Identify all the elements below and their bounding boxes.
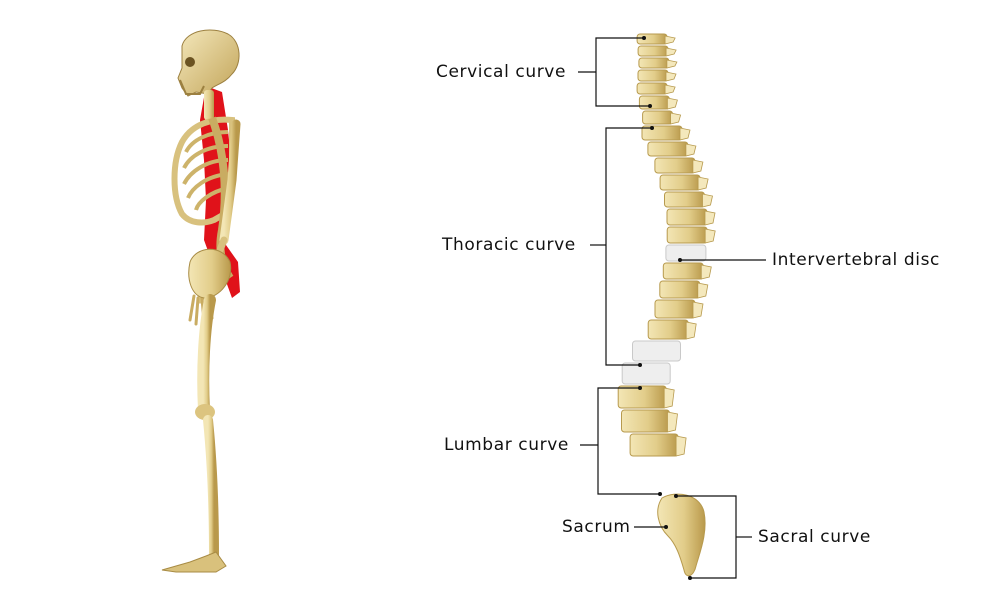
dot-sacral-bottom [688, 576, 692, 580]
vertebra [659, 280, 701, 299]
vertebra [654, 299, 696, 319]
vertebra [617, 385, 667, 409]
vertebra [629, 433, 679, 457]
spinous-process [667, 97, 678, 110]
vertebra [636, 82, 668, 95]
spinous-process [679, 127, 691, 141]
foot [161, 551, 227, 573]
dot-disc [678, 258, 682, 262]
spinous-process [700, 264, 712, 280]
spinous-process [665, 47, 677, 57]
lumbar-curve-label: Lumbar curve [444, 435, 569, 455]
rib-cage [171, 116, 235, 226]
dot-cervical-bottom [648, 104, 652, 108]
vertebra [621, 409, 670, 433]
hand [188, 294, 214, 326]
thoracic-curve-label: Thoracic curve [442, 235, 576, 255]
vertebra [637, 69, 669, 82]
spinous-process [665, 71, 677, 82]
cervical-curve-label: Cervical curve [436, 62, 567, 82]
neck [204, 90, 214, 120]
dot-cervical-top [642, 36, 646, 40]
tibia [203, 415, 219, 561]
vertebra [638, 57, 670, 69]
spinous-process [664, 35, 676, 45]
vertebra [654, 157, 696, 174]
spinous-process [667, 411, 678, 433]
spinous-process [704, 228, 716, 244]
vertebra [664, 191, 705, 208]
spinous-process [692, 159, 704, 174]
spinous-process [697, 282, 709, 299]
thoracic-bracket [605, 127, 652, 366]
vertebra [647, 141, 689, 157]
leader-dots [638, 36, 692, 580]
dot-sacral-top [674, 494, 678, 498]
leader-lines [578, 37, 766, 579]
dot-lumbar-bottom [658, 492, 662, 496]
spinous-process [685, 143, 697, 157]
jaw [179, 79, 205, 95]
spinous-process [692, 301, 704, 319]
intervertebral-disc [632, 340, 681, 362]
vertebra [637, 45, 669, 57]
vertebra [662, 262, 704, 280]
sacrum-label: Sacrum [562, 517, 631, 537]
vertebra [636, 33, 668, 45]
upper-arm [219, 119, 241, 245]
spinous-process [664, 84, 676, 95]
vertebra [666, 226, 708, 244]
pelvis [188, 248, 232, 299]
dot-thoracic-bottom [638, 363, 642, 367]
vertebra [647, 319, 689, 340]
eye-socket [185, 57, 195, 67]
sacrum-bone [657, 493, 706, 577]
skeleton-side-view [161, 29, 241, 573]
dot-lumbar-top [638, 386, 642, 390]
intervertebral-disc [665, 244, 707, 262]
spinous-process [704, 210, 716, 226]
spinous-process [675, 435, 687, 457]
dot-sacrum [664, 525, 668, 529]
dot-thoracic-top [650, 126, 654, 130]
vertebral-column [617, 33, 716, 577]
spinous-process [666, 59, 678, 69]
vertebra [638, 95, 670, 110]
vertebra [659, 174, 701, 191]
spinous-process [685, 321, 697, 340]
vertebra [642, 110, 674, 125]
vertebra [666, 208, 708, 226]
spinous-process [663, 387, 675, 409]
sacral-curve-label: Sacral curve [758, 527, 871, 547]
spinous-process [702, 193, 713, 208]
femur [197, 294, 216, 416]
intervertebral-disc [621, 362, 671, 385]
lumbar-bracket [597, 387, 660, 495]
spinous-process [670, 112, 682, 125]
intervertebral-disc-label: Intervertebral disc [772, 250, 940, 270]
spinous-process [697, 176, 709, 191]
